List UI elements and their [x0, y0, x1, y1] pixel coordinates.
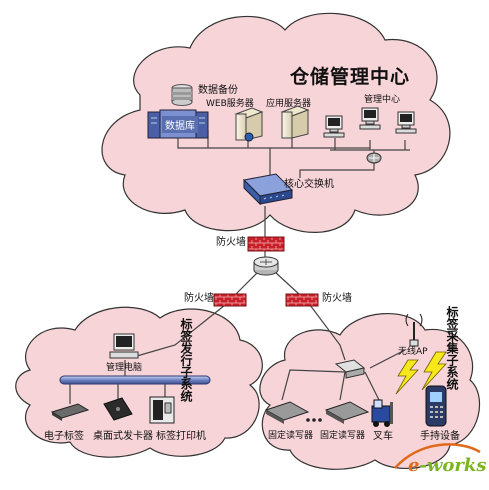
logo-prefix: e — [408, 455, 420, 476]
forklift-icon — [371, 399, 393, 427]
ellipsis-dots — [306, 418, 322, 422]
right-subsystem-title: 标签采集子系统 — [445, 306, 459, 390]
left-subsystem-title: 标签发行子系统 — [179, 318, 193, 402]
backup-storage-icon — [171, 84, 193, 106]
mgmt-computer-icon — [109, 333, 139, 359]
wireless-ap-icon — [405, 313, 423, 347]
firewall-right-icon — [285, 293, 319, 307]
desktop-issuer-label: 桌面式发卡器 — [93, 431, 153, 442]
tag-printer-label: 标签打印机 — [156, 431, 206, 442]
top-cloud — [101, 12, 451, 233]
logo-swoosh — [394, 443, 481, 469]
mgmt-center-label: 管理中心 — [364, 95, 401, 105]
desktop-issuer-icon — [103, 397, 133, 421]
fixed-reader-1-label: 固定读写器 — [268, 431, 314, 441]
firewall-main-icon — [247, 236, 285, 252]
e-tag-label: 电子标签 — [44, 431, 84, 442]
firewall-right-label: 防火墙 — [322, 293, 352, 304]
app-server-label: 应用服务器 — [266, 99, 312, 109]
fixed-reader-1-icon — [264, 401, 310, 424]
firewall-main-label: 防火墙 — [216, 237, 246, 248]
e-tag-icon — [50, 403, 90, 421]
bus-bar — [59, 375, 211, 385]
top-links — [177, 130, 410, 262]
forklift-label: 叉车 — [373, 431, 393, 442]
logo-rest: -works — [419, 455, 487, 476]
management-pc-icons — [323, 107, 417, 138]
core-switch-label: 核心交换机 — [284, 179, 334, 190]
mgmt-pc-label: 管理电脑 — [106, 363, 143, 373]
logo: e-works — [408, 455, 487, 476]
handheld-icon — [425, 385, 447, 427]
diagram-title: 仓储管理中心 — [290, 66, 411, 88]
fixed-reader-2-label: 固定读写器 — [320, 431, 366, 441]
database-label: 数据库 — [162, 116, 198, 133]
hub-icon — [366, 152, 382, 164]
handheld-label: 手持设备 — [420, 431, 460, 442]
wireless-ap-label: 无线AP — [398, 347, 428, 357]
web-server-icon — [234, 107, 264, 142]
fixed-reader-2-icon — [324, 401, 370, 424]
backup-label: 数据备份 — [198, 85, 238, 96]
core-switch-icon — [242, 173, 294, 206]
lightning-icons — [395, 351, 447, 395]
firewall-left-label: 防火墙 — [184, 293, 214, 304]
firewall-left-icon — [213, 293, 247, 307]
switch-right-icon — [334, 359, 366, 379]
web-server-label: WEB服务器 — [206, 99, 254, 109]
tag-printer-icon — [149, 396, 175, 424]
router-icon — [253, 256, 279, 276]
app-server-icon — [280, 105, 310, 139]
